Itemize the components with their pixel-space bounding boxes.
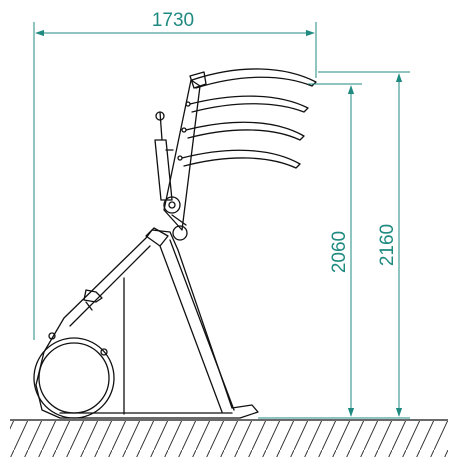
- height-high-label: 2160: [377, 224, 398, 266]
- pivot-pin-top-inner: [168, 201, 176, 209]
- bucket-body-outline: [35, 229, 259, 419]
- bucket-inner-line: [69, 245, 151, 327]
- hydraulic-cylinder-top-pin: [155, 111, 165, 121]
- hook-bracket: [83, 289, 103, 303]
- tine-bolt-2: [181, 127, 187, 133]
- hydraulic-rod: [159, 111, 163, 141]
- bucket-roller-outer: [33, 337, 115, 419]
- grapple-tine-1: [191, 68, 317, 89]
- grapple-tine-2: [189, 95, 309, 113]
- ground-hatching: [10, 421, 448, 457]
- hook-bracket-lower: [85, 301, 93, 311]
- tine-top-clamp: [189, 71, 207, 89]
- bucket-side-edge-2: [159, 245, 223, 413]
- bucket-roller-bolt-2: [48, 332, 56, 340]
- height-low-label: 2060: [329, 231, 350, 273]
- dimensions: [33, 22, 410, 419]
- grapple-tine-4: [181, 149, 301, 169]
- grapple-tine-3: [185, 121, 305, 141]
- tine-bolt-1: [185, 101, 191, 107]
- ground: [10, 419, 448, 457]
- bucket-side-edge: [169, 239, 235, 411]
- pivot-bracket: [145, 227, 169, 247]
- tine-bolt-3: [177, 155, 183, 161]
- grapple-arm-front: [171, 214, 187, 226]
- grapple-bucket: [33, 68, 317, 419]
- width-label: 1730: [152, 10, 194, 31]
- pivot-pin-main: [172, 225, 188, 241]
- bucket-roller-inner: [38, 342, 110, 414]
- hydraulic-cylinder: [154, 139, 173, 201]
- bucket-roller-bolt: [100, 348, 108, 356]
